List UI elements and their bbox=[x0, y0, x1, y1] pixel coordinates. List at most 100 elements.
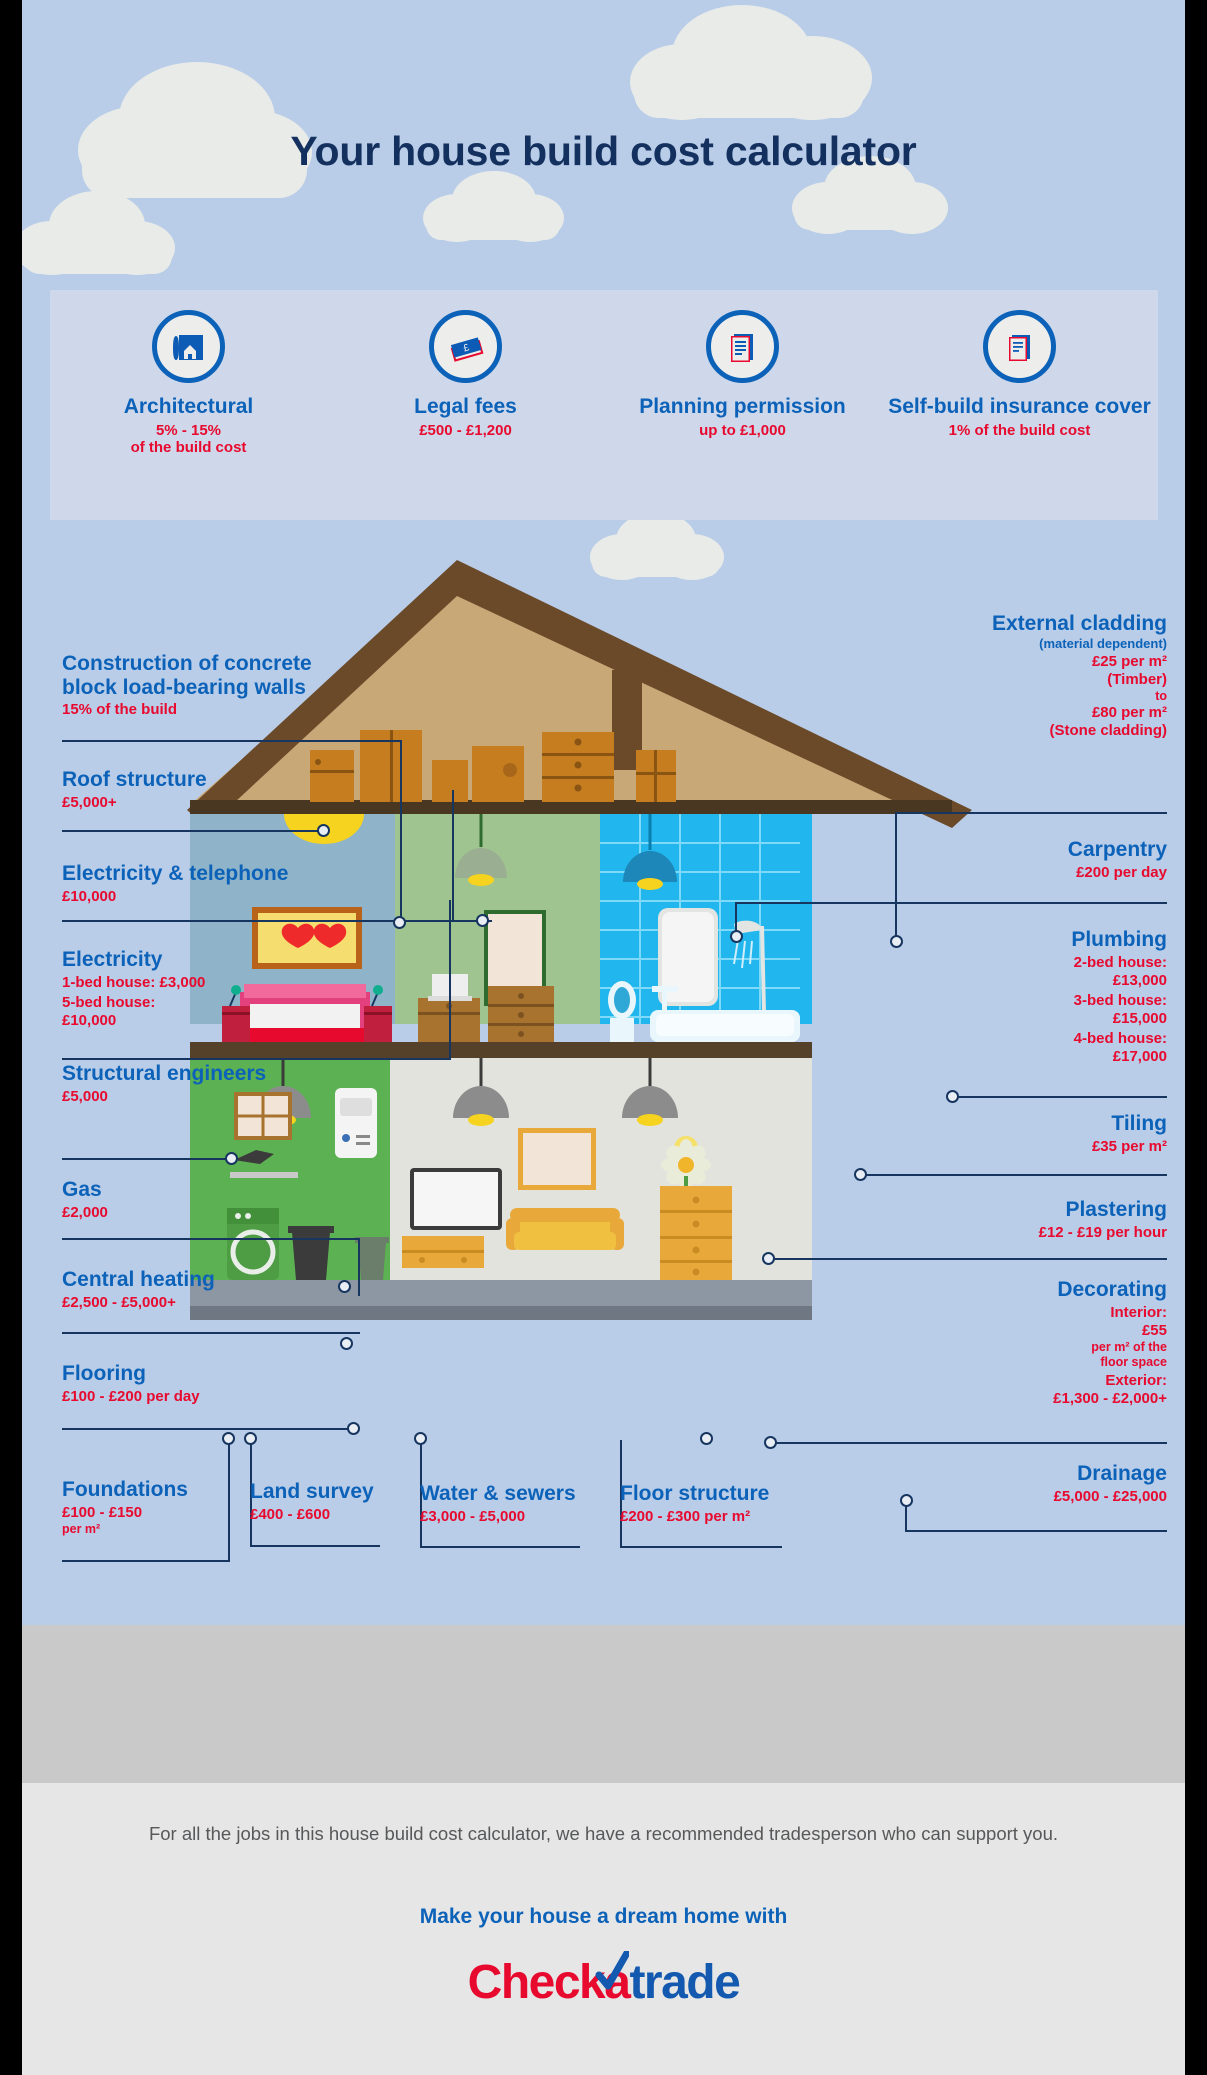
label-subtitle: (material dependent) bbox=[1039, 635, 1167, 651]
right-edge-bar bbox=[1185, 0, 1207, 2075]
leader-vline-carpentry bbox=[735, 902, 737, 936]
leader-dot-plumbing bbox=[946, 1090, 959, 1103]
label-structural-engineers: Structural engineers £5,000 bbox=[62, 1062, 312, 1106]
label-value-2: £10,000 bbox=[62, 1011, 117, 1029]
label-roof-structure: Roof structure £5,000+ bbox=[62, 768, 312, 812]
label-title: Electricity & telephone bbox=[62, 862, 289, 885]
label-construction-walls: Construction of concrete block load-bear… bbox=[62, 652, 312, 719]
leader-dot-land-survey bbox=[244, 1432, 257, 1445]
leader-vline-drainage bbox=[905, 1500, 907, 1532]
card-title: Architectural bbox=[123, 395, 254, 418]
label-value: 15% of the build bbox=[62, 701, 178, 719]
label-value-1: (Timber) bbox=[1107, 670, 1167, 688]
leader-line-decorating bbox=[771, 1442, 1167, 1444]
clipboard-icon bbox=[706, 310, 779, 383]
leader-dot-plastering bbox=[762, 1252, 775, 1265]
label-value-5: £17,000 bbox=[1112, 1047, 1167, 1065]
leader-dot-structural bbox=[225, 1152, 238, 1165]
leader-line-structural bbox=[62, 1158, 232, 1160]
label-gas: Gas £2,000 bbox=[62, 1178, 312, 1222]
leader-line-water-sewers bbox=[420, 1546, 580, 1548]
leader-dot-water-sewers bbox=[414, 1432, 427, 1445]
label-value: £10,000 bbox=[62, 887, 117, 905]
leader-dot-floor-structure bbox=[700, 1432, 713, 1445]
leader-dot-elec-tel bbox=[476, 914, 489, 927]
label-electricity: Electricity 1-bed house: £3,000 5-bed ho… bbox=[62, 948, 312, 1030]
label-title: Flooring bbox=[62, 1362, 146, 1385]
label-title: Carpentry bbox=[1067, 838, 1167, 861]
label-value-1: 5-bed house: bbox=[62, 993, 156, 1011]
leader-vline-water-sewers bbox=[420, 1440, 422, 1547]
label-value: £3,000 - £5,000 bbox=[420, 1507, 526, 1525]
label-floor-structure: Floor structure £200 - £300 per m² bbox=[620, 1482, 870, 1526]
label-central-heating: Central heating £2,500 - £5,000+ bbox=[62, 1268, 312, 1312]
house-illustration bbox=[187, 560, 972, 1320]
card-value-0: 5% - 15% bbox=[155, 421, 222, 439]
label-title: Structural engineers bbox=[62, 1062, 267, 1085]
label-value-5: £1,300 - £2,000+ bbox=[1053, 1389, 1167, 1407]
label-decorating: Decorating Interior: £55 per m² of the f… bbox=[877, 1278, 1167, 1408]
label-value: £200 per day bbox=[1076, 863, 1167, 881]
footer-panel bbox=[22, 1783, 1185, 2075]
cost-cards-panel bbox=[50, 290, 1158, 520]
leader-dot-foundations bbox=[222, 1432, 235, 1445]
label-plastering: Plastering £12 - £19 per hour bbox=[877, 1198, 1167, 1242]
label-value: £2,500 - £5,000+ bbox=[62, 1293, 176, 1311]
label-title: Foundations bbox=[62, 1478, 188, 1501]
label-title: Electricity bbox=[62, 948, 163, 971]
leader-line-elec-tel bbox=[62, 920, 492, 922]
card-title: Legal fees bbox=[414, 395, 517, 418]
label-title: Central heating bbox=[62, 1268, 215, 1291]
card-title: Planning permission bbox=[639, 395, 846, 418]
label-value-0: £100 - £150 bbox=[62, 1503, 143, 1521]
label-value-3: floor space bbox=[1100, 1354, 1167, 1369]
leader-vline-foundations bbox=[228, 1438, 230, 1562]
checkatrade-logo[interactable]: Checkatrade bbox=[22, 1951, 1185, 2010]
label-value: £5,000+ bbox=[62, 793, 117, 811]
label-electricity-telephone: Electricity & telephone £10,000 bbox=[62, 862, 312, 906]
leader-vline-gas bbox=[358, 1238, 360, 1296]
label-value: £35 per m² bbox=[1091, 1137, 1167, 1155]
leader-dot-decorating bbox=[764, 1436, 777, 1449]
leader-line-central-heating bbox=[62, 1332, 360, 1334]
card-legal-fees[interactable]: £ Legal fees £500 - £1,200 bbox=[327, 290, 604, 520]
label-value-0: 1-bed house: £3,000 bbox=[62, 973, 206, 991]
label-value: £5,000 - £25,000 bbox=[1053, 1487, 1167, 1505]
card-value-0: £500 - £1,200 bbox=[419, 421, 512, 439]
label-title: Gas bbox=[62, 1178, 102, 1201]
logo-part-1: Chec bbox=[467, 1956, 581, 2009]
label-carpentry: Carpentry £200 per day bbox=[877, 838, 1167, 882]
label-value-2: to bbox=[1155, 688, 1167, 703]
card-planning-permission[interactable]: Planning permission up to £1,000 bbox=[604, 290, 881, 520]
label-title: Floor structure bbox=[620, 1482, 770, 1505]
leader-line-foundations bbox=[62, 1560, 230, 1562]
label-value: £5,000 bbox=[62, 1087, 108, 1105]
leader-line-carpentry bbox=[735, 902, 1167, 904]
card-self-build-insurance[interactable]: Self-build insurance cover 1% of the bui… bbox=[881, 290, 1158, 520]
leader-vline-cladding bbox=[895, 812, 897, 942]
label-title: Water & sewers bbox=[420, 1482, 576, 1505]
leader-line-cladding bbox=[895, 812, 1167, 814]
label-value-2: 3-bed house: bbox=[1073, 991, 1167, 1009]
banknotes-icon: £ bbox=[429, 310, 502, 383]
label-title: Decorating bbox=[1057, 1278, 1167, 1301]
leader-dot-construction bbox=[393, 916, 406, 929]
leader-dot-central-heating bbox=[340, 1337, 353, 1350]
certificate-icon bbox=[983, 310, 1056, 383]
leader-dot-drainage bbox=[900, 1494, 913, 1507]
card-value-0: up to £1,000 bbox=[699, 421, 786, 439]
label-value-2: per m² of the bbox=[1091, 1339, 1167, 1354]
card-value-1: of the build cost bbox=[130, 439, 247, 457]
label-title: Drainage bbox=[1077, 1462, 1167, 1485]
card-architectural[interactable]: Architectural 5% - 15% of the build cost bbox=[50, 290, 327, 520]
label-land-survey: Land survey £400 - £600 bbox=[250, 1480, 480, 1524]
leader-line-electricity bbox=[62, 1058, 451, 1060]
label-value: £2,000 bbox=[62, 1203, 108, 1221]
label-title: Land survey bbox=[250, 1480, 374, 1503]
svg-text:£: £ bbox=[462, 342, 471, 354]
leader-vline-floor-structure bbox=[620, 1440, 622, 1547]
leader-vline-elec-tel bbox=[452, 790, 454, 922]
leader-line-plastering bbox=[769, 1258, 1167, 1260]
leader-line-construction bbox=[62, 740, 402, 742]
